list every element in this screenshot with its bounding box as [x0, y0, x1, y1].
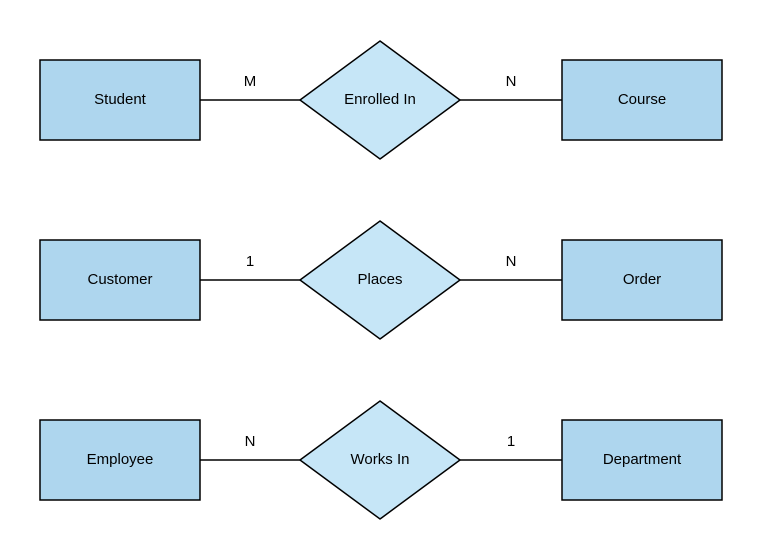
entity-box-order[interactable]	[561, 239, 723, 321]
relationship-diamond-enrolled-in[interactable]	[298, 40, 462, 160]
entity-box-course[interactable]	[561, 59, 723, 141]
relationship-diamond-works-in[interactable]	[298, 400, 462, 520]
entity-box-department[interactable]	[561, 419, 723, 501]
relationship-diamond-places[interactable]	[298, 220, 462, 340]
entity-box-student[interactable]	[39, 59, 201, 141]
entity-box-employee[interactable]	[39, 419, 201, 501]
entity-box-customer[interactable]	[39, 239, 201, 321]
